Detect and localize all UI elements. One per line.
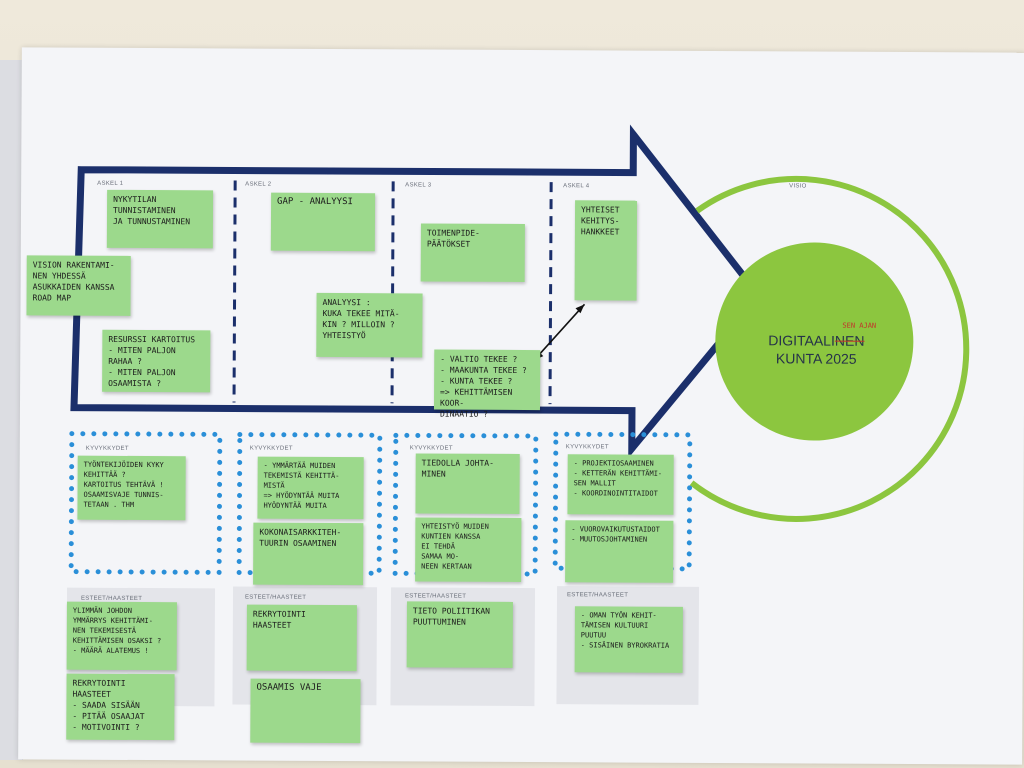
capability-label-1: KYVYKKYDET	[85, 445, 129, 452]
sticky-note-cap-4b: - VUOROVAIKUTUSTAIDOT - MUUTOSJOHTAMINEN	[565, 520, 674, 583]
capability-box-4	[552, 431, 693, 572]
roadmap-poster: ASKEL 1 ASKEL 2 ASKEL 3 ASKEL 4 VISIO KY…	[18, 47, 1024, 765]
vision-title-part: DIGITAALI	[768, 332, 835, 349]
capability-label-3: KYVYKKYDET	[409, 445, 453, 452]
step-divider-2	[390, 181, 395, 404]
barrier-label-2: ESTEET/HAASTEET	[244, 594, 307, 601]
vision-title-struck: NEN	[834, 332, 865, 349]
vision-title: DIGITAALINEN KUNTA 2025	[736, 331, 896, 368]
sticky-note-analysis: ANALYYSI : KUKA TEKEE MITÄ- KIN ? MILLOI…	[316, 292, 423, 358]
vision-label: VISIO	[789, 183, 807, 190]
barrier-label-3: ESTEET/HAASTEET	[404, 593, 467, 600]
sticky-note-cap-2b: KOKONAISARKKITEH- TUURIN OSAAMINEN	[253, 522, 364, 586]
vision-title-line2: KUNTA 2025	[775, 350, 857, 367]
step-label-2: ASKEL 2	[245, 181, 272, 188]
step-label-4: ASKEL 4	[563, 183, 590, 190]
capability-label-4: KYVYKKYDET	[565, 444, 609, 451]
vision-correction: SEN AJAN	[842, 321, 877, 330]
vision-ring	[689, 175, 970, 522]
sticky-note-barrier-1b: REKRYTOINTI HAASTEET - SAADA SISÄÄN - PI…	[66, 673, 175, 741]
link-arrow	[533, 303, 586, 361]
poster-graphics	[68, 124, 970, 577]
sticky-note-cap-1: TYÖNTEKIJÖIDEN KYKY KEHITTÄÄ ? KARTOITUS…	[77, 455, 186, 521]
sticky-note-cap-4a: - PROJEKTIOSAAMINEN - KETTERÄN KEHITTÄMI…	[567, 454, 674, 515]
step-divider-3	[548, 182, 553, 405]
roadmap-arrow	[70, 124, 764, 459]
step-label-3: ASKEL 3	[405, 182, 432, 189]
sticky-note-resources: RESURSSI KARTOITUS - MITEN PALJON RAHAA …	[102, 329, 211, 393]
sticky-note-barrier-2a: REKRYTOINTI HAASTEET	[246, 604, 357, 672]
sticky-note-gap-analysis: GAP - ANALYYSI	[270, 192, 376, 252]
sticky-note-who-does: - VALTIO TEKEE ? - MAAKUNTA TEKEE ? - KU…	[433, 349, 541, 419]
sticky-note-cap-3a: TIEDOLLA JOHTA- MINEN	[415, 453, 520, 514]
vision-circle	[715, 242, 914, 441]
sticky-note-cap-3b: YHTEISTYÖ MUIDEN KUNTIEN KANSSA EI TEHDÄ…	[415, 517, 522, 582]
capability-label-2: KYVYKKYDET	[249, 445, 293, 452]
sticky-note-barrier-1a: YLIMMÄN JOHDON YMMÄRRYS KEHITTÄMI- NEN T…	[66, 601, 177, 671]
sticky-note-barrier-4a: - OMAN TYÖN KEHIT- TÄMISEN KULTUURI PUUT…	[574, 606, 683, 673]
sticky-note-barrier-2b: OSAAMIS VAJE	[250, 678, 361, 744]
sticky-note-vision-building: VISION RAKENTAMI- NEN YHDESSÄ ASUKKAIDEN…	[26, 255, 131, 316]
barrier-label-4: ESTEET/HAASTEET	[566, 592, 629, 599]
sticky-note-joint-projects: YHTEISET KEHITYS- HANKKEET	[574, 200, 638, 301]
sticky-note-current-state: NYKYTILAN TUNNISTAMINEN JA TUNNUSTAMINEN	[106, 189, 214, 249]
sticky-note-barrier-3a: TIETO POLIITIKAN PUUTTUMINEN	[406, 601, 513, 668]
sticky-note-decisions: TOIMENPIDE- PÄÄTÖKSET	[420, 223, 525, 283]
capability-box-3	[392, 432, 539, 577]
capability-box-2	[236, 432, 383, 576]
sticky-note-cap-2a: - YMMÄRTÄÄ MUIDEN TEKEMISTÄ KEHITTÄ- MIS…	[257, 456, 364, 520]
step-divider-1	[232, 180, 237, 403]
step-label-1: ASKEL 1	[97, 180, 124, 187]
